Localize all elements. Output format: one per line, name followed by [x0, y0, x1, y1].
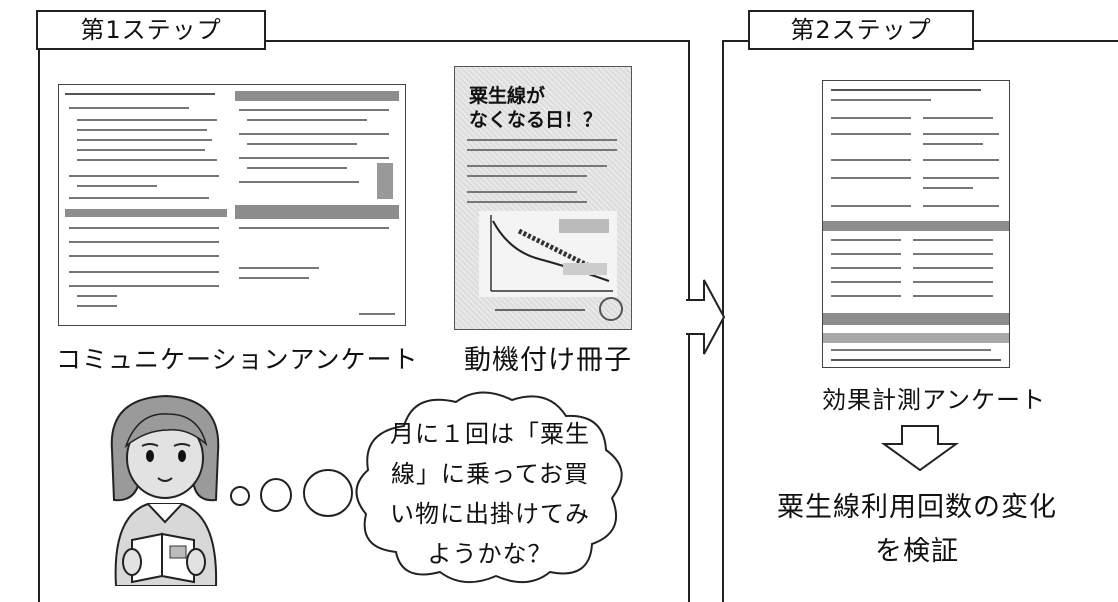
- booklet-title-1: 粟生線が: [469, 85, 546, 107]
- step2-label: 第2ステップ: [748, 10, 974, 50]
- booklet-thumbnail: 粟生線が なくなる日！？: [454, 66, 632, 330]
- booklet-title-2: なくなる日！？: [469, 109, 603, 131]
- thought-cloud-icon: [355, 391, 623, 583]
- arrow-right-icon: [686, 279, 726, 355]
- step1-label: 第1ステップ: [36, 10, 266, 50]
- questionnaire-caption: コミュニケーションアンケート: [56, 345, 419, 374]
- verification-text: 粟生線利用回数の変化 を検証: [752, 486, 1082, 574]
- thought-line-3: い物に出掛けてみ: [390, 500, 590, 528]
- effect-survey-thumbnail: [822, 80, 1010, 368]
- questionnaire-thumbnail: [58, 84, 406, 326]
- booklet-decline-graph: [479, 211, 617, 297]
- woman-reading-icon: [110, 394, 220, 586]
- effect-survey-caption: 効果計測アンケート: [822, 386, 1047, 414]
- booklet-caption: 動機付け冊子: [464, 345, 632, 376]
- thought-line-2: 線」に乗ってお買: [390, 460, 590, 488]
- thought-line-1: 月に１回は「粟生: [390, 420, 590, 448]
- arrow-down-icon: [880, 425, 960, 472]
- thought-text: 月に１回は「粟生 線」に乗ってお買 い物に出掛けてみ ようかな？: [370, 414, 610, 574]
- verification-line-2: を検証: [875, 536, 959, 567]
- thought-bubbles-small: [230, 469, 353, 517]
- thought-line-4: ようかな？: [427, 540, 553, 568]
- verification-line-1: 粟生線利用回数の変化: [777, 492, 1057, 523]
